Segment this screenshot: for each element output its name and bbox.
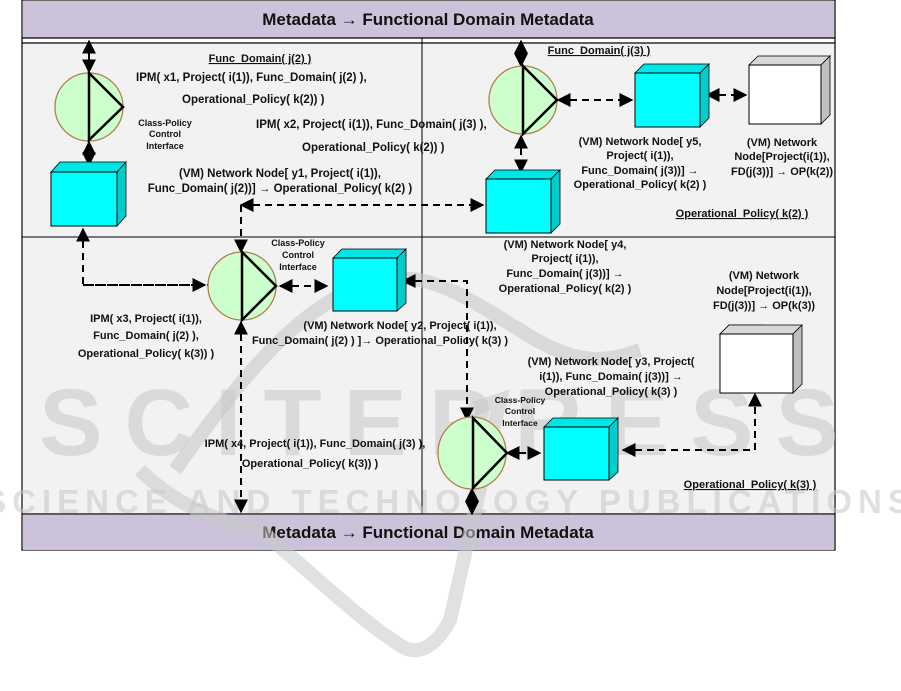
- node-y5-label-1: (VM) Network Node[ y5,: [579, 136, 702, 148]
- node-y3-label-1: (VM) Network Node[ y3, Project(: [528, 356, 695, 368]
- node-y4-label-4: Operational_Policy( k(2) ): [499, 283, 632, 295]
- interface-label-bl-1: Class-Policy: [271, 238, 325, 248]
- interface-label-tl-1: Class-Policy: [138, 118, 192, 128]
- node-y2-label-2: Func_Domain( j(2) ) ]→ Operational_Polic…: [252, 335, 508, 347]
- top-banner: [23, 1, 834, 38]
- external-network-node-k2-cube: [748, 55, 831, 125]
- node-y3-label-3: Operational_Policy( k(3) ): [545, 386, 678, 398]
- ipm-x3-line2: Func_Domain( j(2) ),: [93, 330, 199, 342]
- node-y1-label-2: Func_Domain( j(2))] → Operational_Policy…: [148, 183, 413, 195]
- ipm-x1-line2: Operational_Policy( k(2)) ): [182, 94, 325, 106]
- external-node-k3-label-3: FD(j(3))] → OP(k(3)): [713, 300, 815, 312]
- node-y5-label-2: Project( i(1)),: [606, 150, 673, 162]
- external-node-k2-label-3: FD(j(3))] → OP(k(2)): [731, 166, 833, 178]
- interface-label-bl-2: Control: [282, 250, 314, 260]
- network-node-y2-cube: [332, 248, 407, 312]
- external-node-k2-label-2: Node[Project(i(1)),: [734, 151, 829, 163]
- operational-policy-k3-title: Operational_Policy( k(3) ): [684, 479, 817, 491]
- external-network-node-k3-cube: [719, 324, 803, 394]
- ipm-x2-line1: IPM( x2, Project( i(1)), Func_Domain( j(…: [256, 119, 487, 131]
- interface-label-br-2: Control: [505, 406, 535, 416]
- node-y5-label-3: Func_Domain( j(3))] →: [581, 165, 698, 177]
- top-banner-title: Metadata → Functional Domain Metadata: [262, 10, 594, 29]
- policy-control-interface-top-right: [488, 62, 559, 138]
- ipm-x4-line1: IPM( x4, Project( i(1)), Func_Domain( j(…: [205, 438, 426, 450]
- bottom-banner-title: Metadata → Functional Domain Metadata: [262, 523, 594, 542]
- interface-label-tl-3: Interface: [146, 141, 184, 151]
- policy-control-interface-bottom-left: [207, 248, 278, 324]
- network-node-y5-cube: [634, 63, 710, 128]
- external-node-k3-label-2: Node[Project(i(1)),: [716, 285, 811, 297]
- bottom-banner: [23, 515, 834, 550]
- node-y4-label-3: Func_Domain( j(3))] →: [506, 268, 623, 280]
- ipm-x3-line3: Operational_Policy( k(3)) ): [78, 348, 215, 360]
- node-y5-label-4: Operational_Policy( k(2) ): [574, 179, 707, 191]
- node-y4-label-2: Project( i(1)),: [531, 253, 598, 265]
- node-y4-label-1: (VM) Network Node[ y4,: [504, 239, 627, 251]
- interface-label-bl-3: Interface: [279, 262, 317, 272]
- node-y3-label-2: i(1)), Func_Domain( j(3))] →: [539, 371, 683, 383]
- interface-label-br-3: Interface: [502, 418, 538, 428]
- connectors: [76, 39, 762, 516]
- operational-policy-k2-title: Operational_Policy( k(2) ): [676, 208, 809, 220]
- ipm-x4-line2: Operational_Policy( k(3)) ): [242, 458, 379, 470]
- network-node-y3-cube: [543, 417, 619, 481]
- interface-label-br-1: Class-Policy: [495, 395, 546, 405]
- ipm-x2-line2: Operational_Policy( k(2)) ): [302, 142, 445, 154]
- node-y2-label-1: (VM) Network Node[ y2, Project( i(1)),: [303, 320, 496, 332]
- external-node-k2-label-1: (VM) Network: [747, 137, 818, 149]
- policy-control-interface-top-left: [54, 69, 125, 143]
- ipm-x3-line1: IPM( x3, Project( i(1)),: [90, 313, 202, 325]
- ipm-x1-line1: IPM( x1, Project( i(1)), Func_Domain( j(…: [136, 72, 367, 84]
- func-domain-j3-title: Func_Domain( j(3) ): [548, 45, 651, 57]
- network-node-y4-cube: [485, 169, 561, 234]
- network-node-y1-cube: [50, 160, 127, 228]
- node-y1-label-1: (VM) Network Node[ y1, Project( i(1)),: [179, 168, 381, 180]
- policy-control-interface-bottom-right: [437, 414, 509, 492]
- interface-label-tl-2: Control: [149, 129, 181, 139]
- watermark-sub-text: SCIENCE AND TECHNOLOGY PUBLICATIONS: [0, 483, 901, 520]
- func-domain-j2-title: Func_Domain( j(2) ): [209, 53, 312, 65]
- external-node-k3-label-1: (VM) Network: [729, 270, 800, 282]
